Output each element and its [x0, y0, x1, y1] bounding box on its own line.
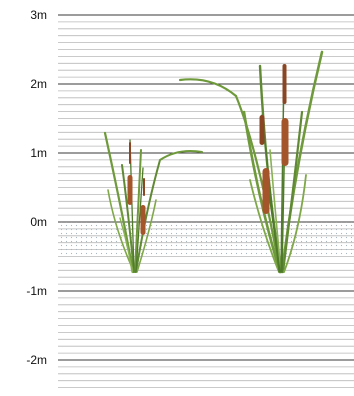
depth-tick-label: 1m: [30, 146, 47, 160]
leaves: [103, 131, 203, 274]
seed-head: [262, 168, 270, 214]
large-cattail-clump: [178, 50, 324, 274]
depth-axis-labels: 3m 2m 1m 0m -1m -2m: [26, 8, 47, 367]
seed-head: [259, 115, 265, 145]
water-texture: [58, 222, 354, 257]
seed-spike: [129, 142, 131, 164]
seed-spike: [143, 178, 145, 196]
seed-head: [127, 175, 133, 205]
seed-heads: [259, 64, 289, 214]
seed-head: [281, 118, 289, 166]
depth-tick-label: 2m: [30, 77, 47, 91]
depth-tick-label: -1m: [26, 284, 47, 298]
depth-gridlines: [58, 14, 354, 389]
depth-tick-label: -2m: [26, 353, 47, 367]
small-cattail-clump: [103, 131, 203, 274]
depth-tick-label: 0m: [30, 215, 47, 229]
water-zone: [58, 222, 354, 257]
seed-spike: [282, 64, 287, 104]
depth-tick-label: 3m: [30, 8, 47, 22]
seed-heads: [127, 142, 146, 235]
seed-head: [140, 205, 146, 235]
